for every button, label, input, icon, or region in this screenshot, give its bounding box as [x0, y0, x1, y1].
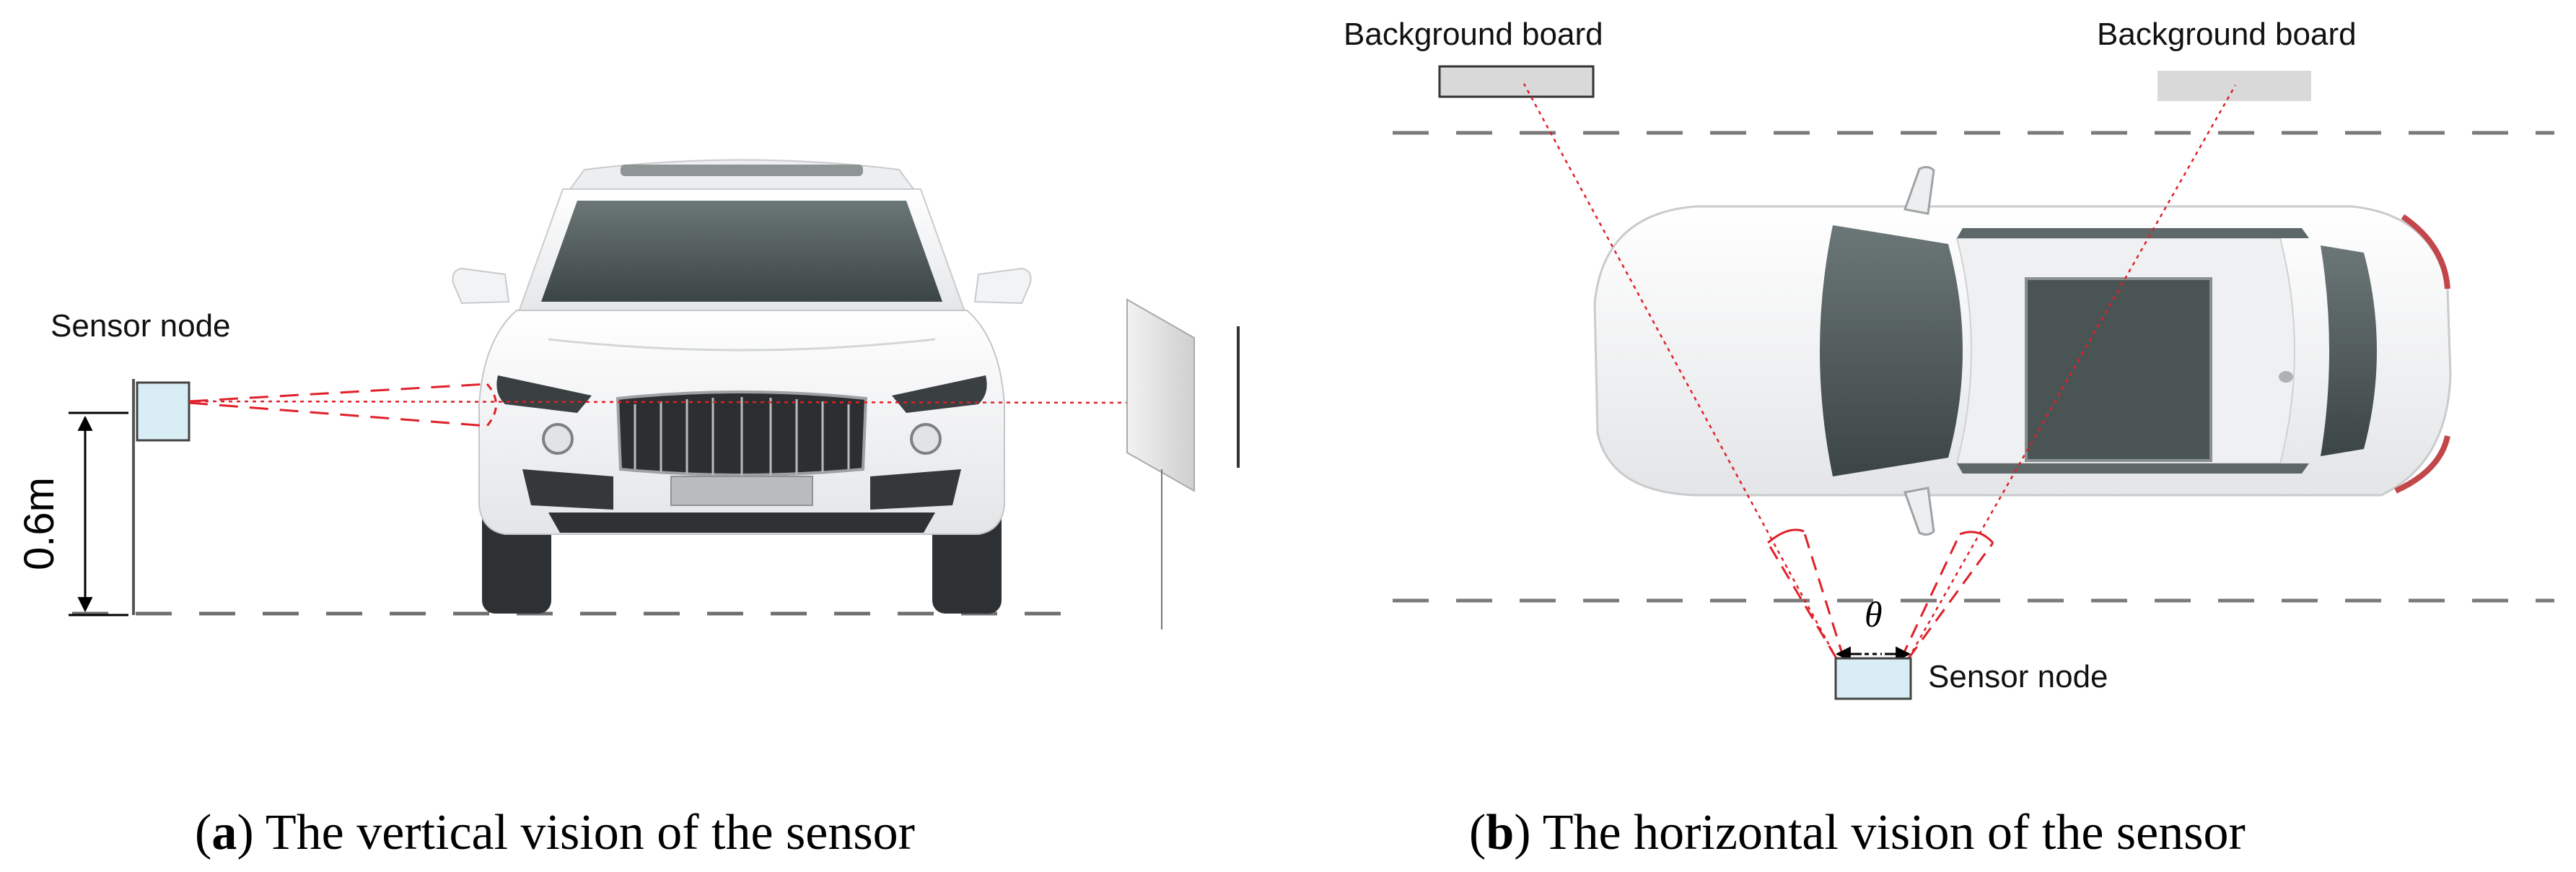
sensor-beam-vertical: [188, 383, 1170, 427]
car-top-view-icon: [1593, 165, 2452, 536]
sensor-beam-horizontal: [1523, 83, 2237, 659]
background-board-side: [1126, 298, 1240, 629]
sensor-node-box: [136, 381, 190, 442]
sunroof: [2025, 277, 2212, 462]
angle-theta-label: θ: [1865, 594, 1883, 635]
sensor-node-label-b: Sensor node: [1928, 659, 2108, 694]
caption-b: (b) The horizontal vision of the sensor: [1469, 805, 2246, 860]
background-board-right: [2157, 71, 2311, 101]
sensor-node-label: Sensor node: [51, 308, 231, 344]
caption-a: (a) The vertical vision of the sensor: [195, 805, 915, 860]
car-front-view-icon: [452, 159, 1032, 614]
panel-b: Background board Background board: [1344, 17, 2554, 860]
board-right-label: Background board: [2097, 17, 2357, 52]
height-label: 0.6m: [16, 477, 63, 570]
board-left-label: Background board: [1344, 17, 1603, 52]
sensor-node-box-top: [1834, 657, 1912, 700]
background-board-left: [1438, 65, 1595, 98]
panel-a: Sensor node 0.6m: [16, 159, 1240, 860]
